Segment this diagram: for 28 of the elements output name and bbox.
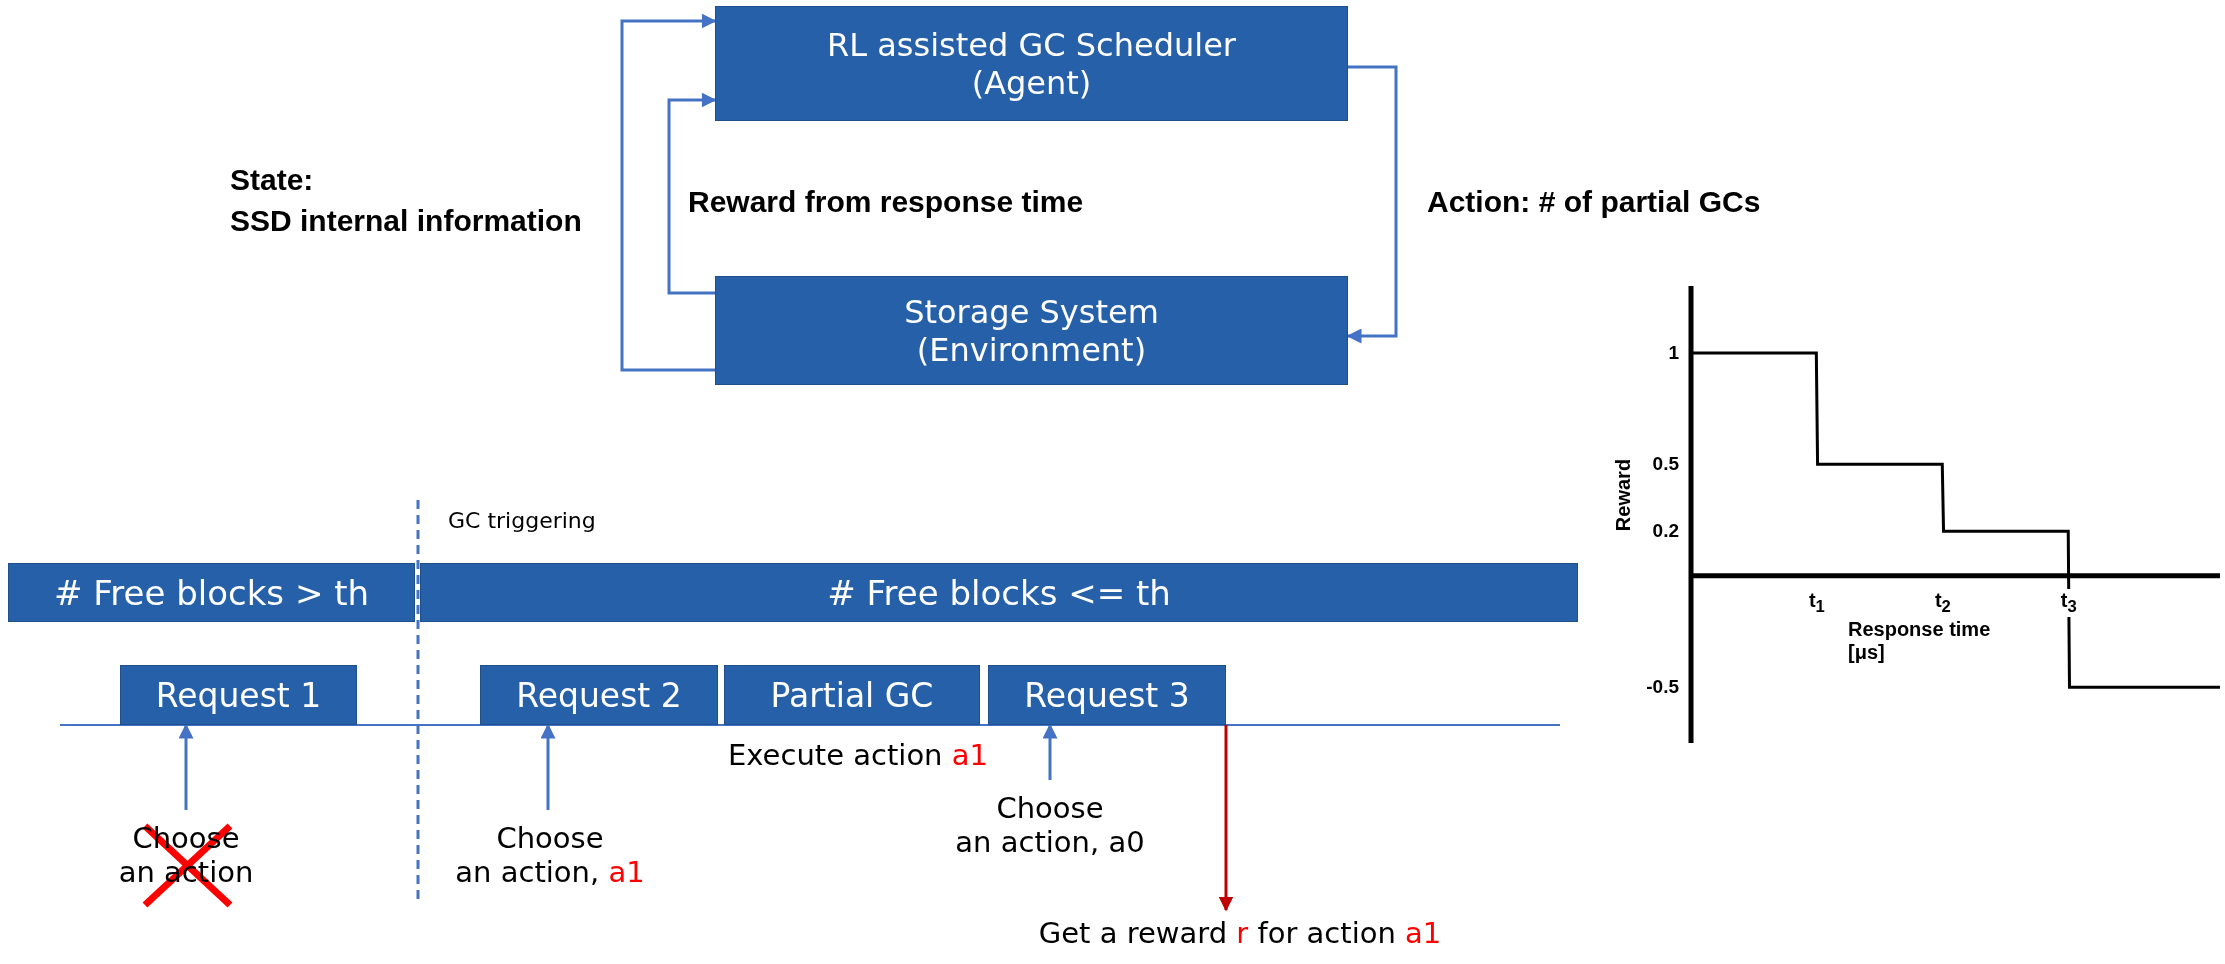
arrow [1346, 65, 1398, 344]
arrow [1042, 723, 1058, 780]
step-text: Choose an action, a1 [430, 810, 670, 900]
tick-label: -0.5 [1645, 676, 1679, 699]
edge-label: State: SSD internal information [230, 162, 583, 239]
axis-title: Reward [1612, 458, 1634, 532]
tick-label: t$_{3}$ [2058, 588, 2079, 617]
arrow [1218, 725, 1234, 912]
request-block: Request 1 [120, 665, 357, 725]
edge-label: Reward from response time [688, 184, 1085, 220]
state-band: # Free blocks <= th [420, 563, 1578, 622]
agent-box: RL assisted GC Scheduler (Agent) [715, 6, 1348, 121]
arrow [620, 13, 717, 372]
arrow [540, 723, 556, 810]
arrow [178, 723, 194, 810]
state-band: # Free blocks > th [8, 563, 415, 622]
annotation-text: GC triggering [448, 508, 596, 533]
step-text: Choose an action, a0 [925, 780, 1175, 870]
edge-label: Action: # of partial GCs [1427, 184, 1762, 220]
request-block: Request 3 [988, 665, 1226, 725]
action-text: Execute action a1 [727, 738, 989, 772]
tick-label: 1 [1667, 341, 1679, 364]
gc-block: Partial GC [724, 665, 980, 725]
request-block: Request 2 [480, 665, 718, 725]
arrow [667, 92, 717, 295]
axis-title: Response time [μs] [1848, 617, 1992, 664]
step-text: Get a reward r for action a1 [990, 910, 1490, 956]
environment-box: Storage System (Environment) [715, 276, 1348, 385]
